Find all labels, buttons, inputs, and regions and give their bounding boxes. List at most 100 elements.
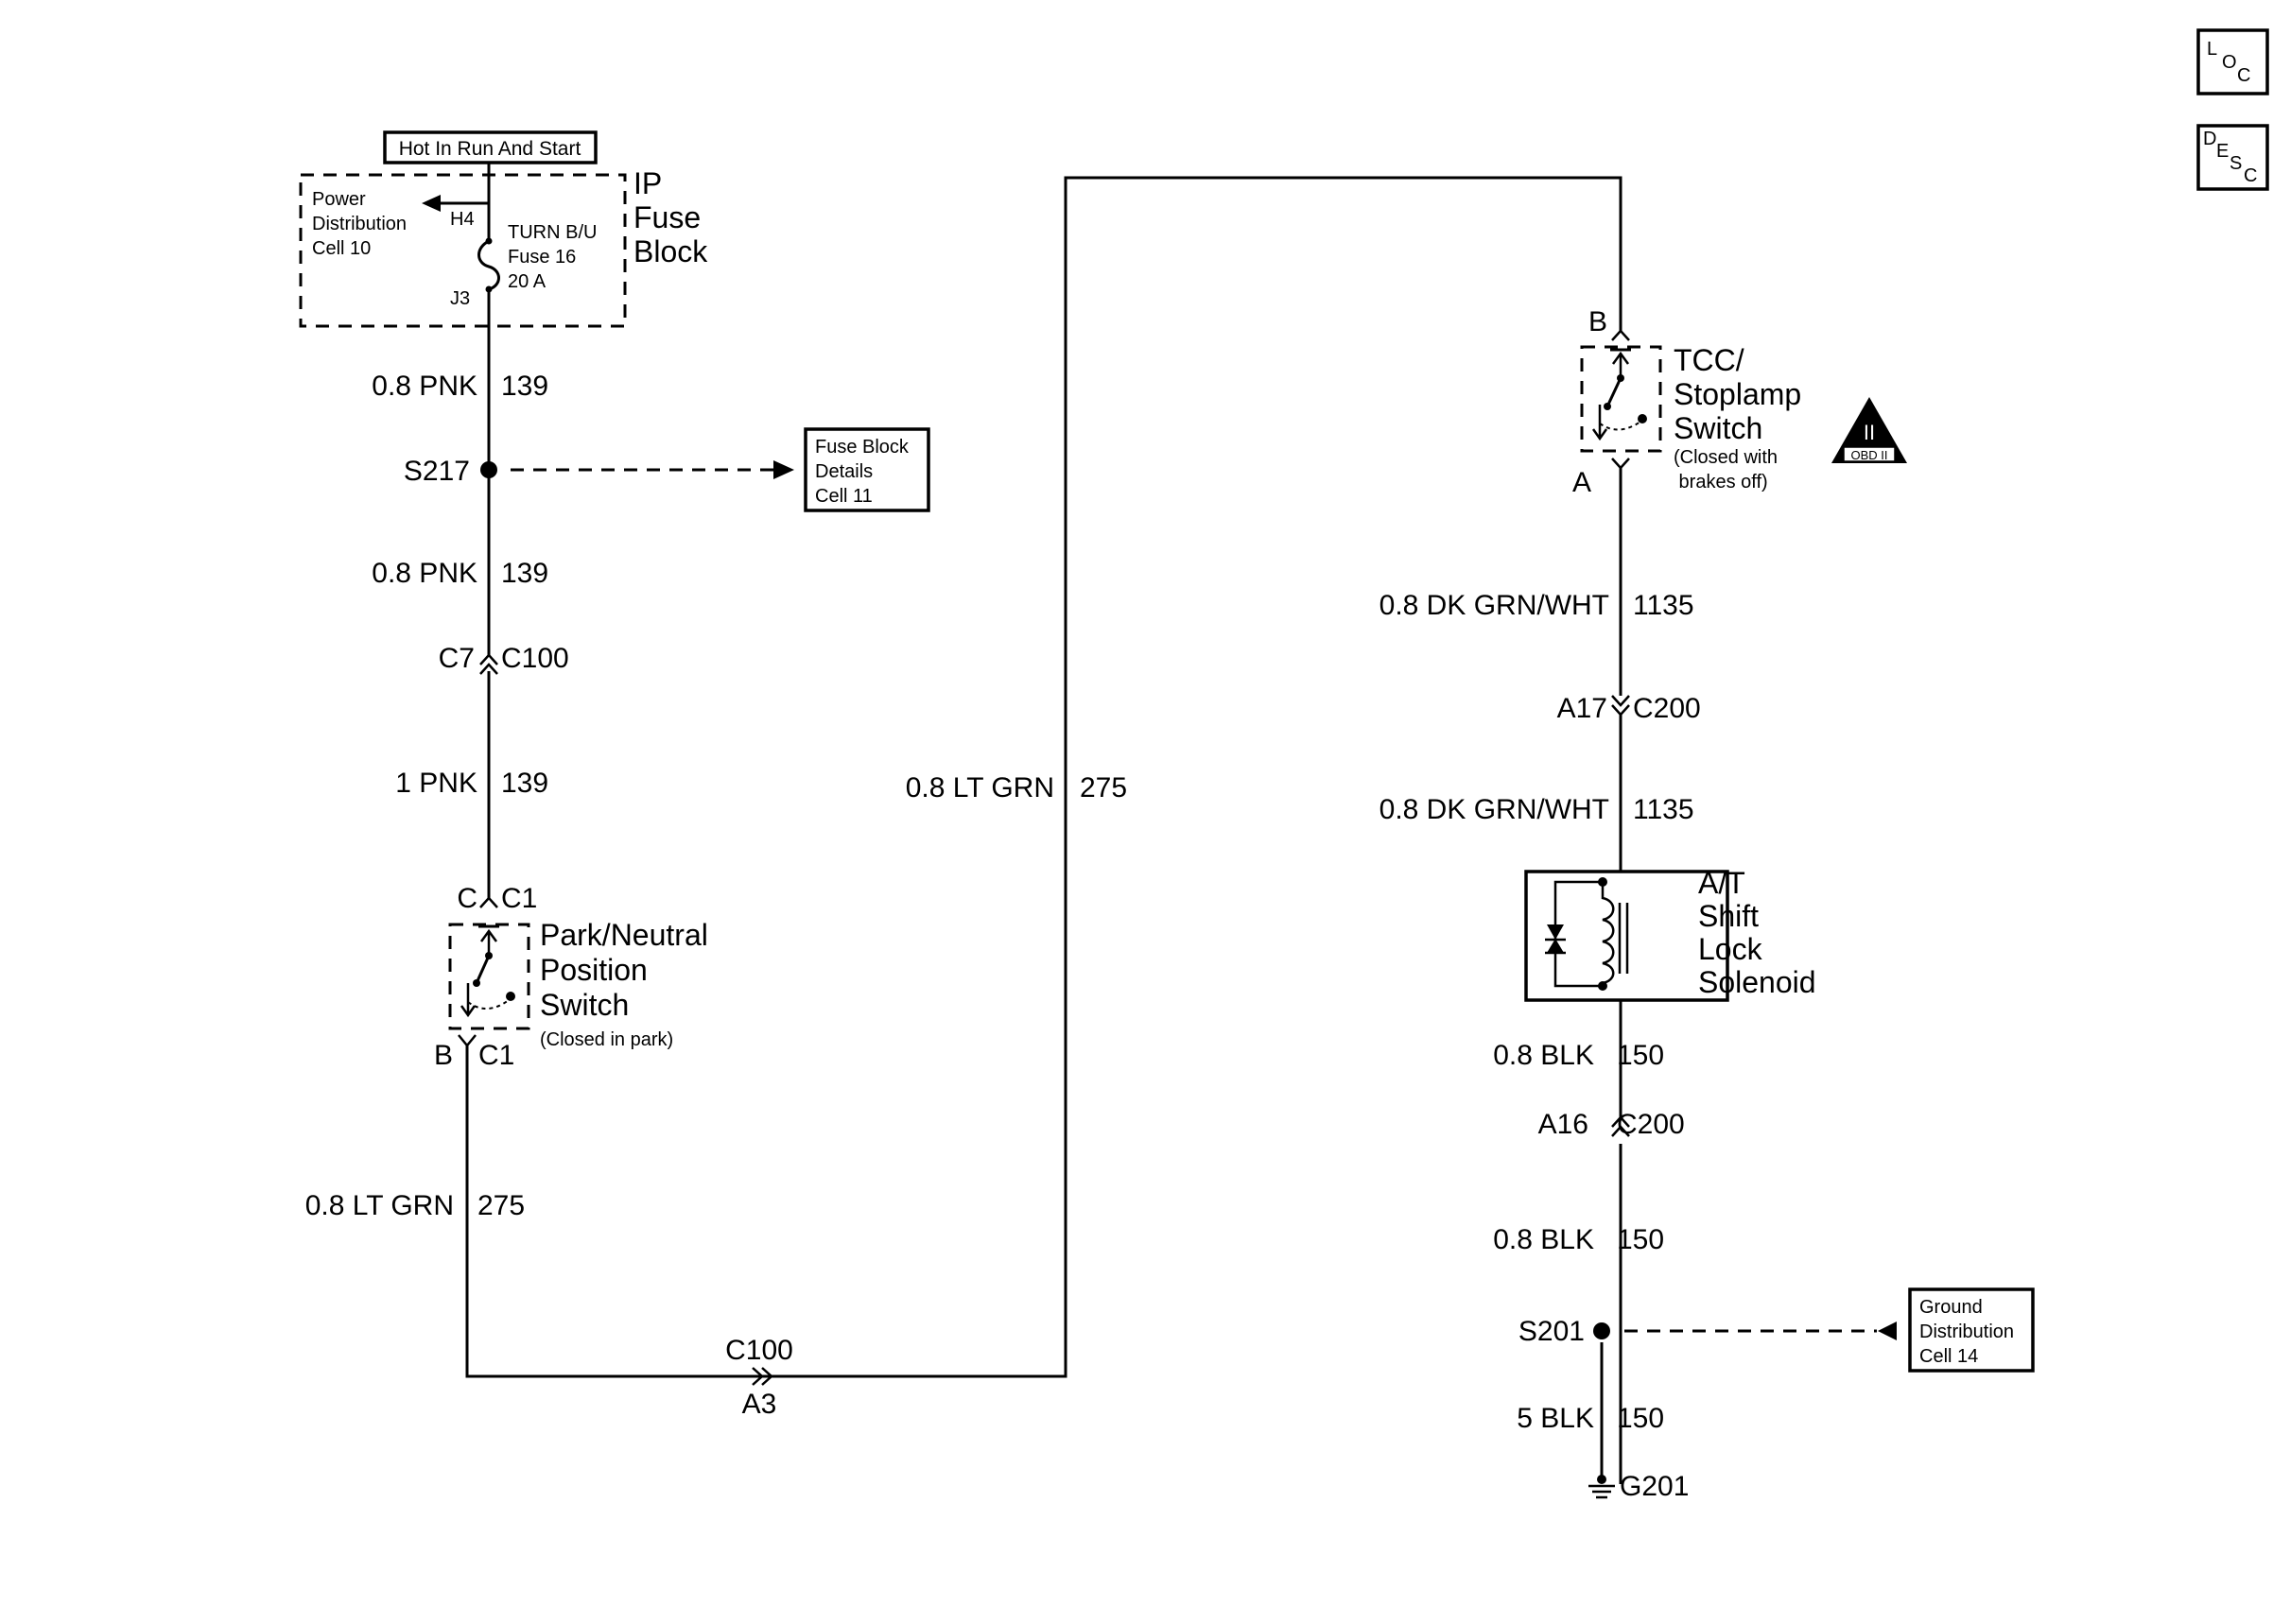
desc-letter: D [2203, 129, 2216, 149]
desc-icon[interactable]: D E S C [2196, 124, 2269, 191]
switch-bottom-pin: A [1572, 467, 1591, 498]
wire-circuit-label: 150 [1617, 1224, 1664, 1255]
wire-gauge-label: 0.8 LT GRN [305, 1190, 454, 1221]
text-line: Fuse [633, 200, 701, 234]
wire-circuit-label: 139 [501, 558, 548, 589]
switch-contact-icon [1605, 377, 1622, 407]
text-line: Cell 10 [312, 238, 371, 259]
connector-pin-label: A16 [1538, 1109, 1588, 1140]
connector-pin-label: A3 [742, 1389, 777, 1420]
connector-c100-a3: C100 A3 [725, 1335, 793, 1420]
loc-icon[interactable]: L O C [2196, 28, 2269, 95]
text-line: Shift [1698, 899, 1759, 933]
text-line: brakes off) [1674, 472, 1768, 492]
switch-top-pin: B [1588, 306, 1607, 337]
wire-circuit-label: 139 [501, 371, 548, 402]
connector-icon [1611, 695, 1630, 717]
hot-in-run-and-start-label: Hot In Run And Start [399, 138, 581, 160]
wire-gauge-label: 0.8 DK GRN/WHT [1379, 794, 1609, 825]
connector-icon [479, 653, 498, 675]
obd-ii-badge-icon: II OBD II [1831, 397, 1907, 463]
splice-s217-label: S217 [404, 456, 470, 487]
wire-gauge-label: 5 BLK [1517, 1403, 1594, 1434]
wire-circuit-label: 275 [477, 1190, 525, 1221]
connector-icon [1611, 1115, 1630, 1137]
switch-bottom-pin: B [434, 1040, 453, 1071]
wire-gauge-label: 0.8 BLK [1493, 1224, 1594, 1255]
text-line: Distribution [312, 214, 407, 234]
loc-letter: L [2207, 39, 2217, 60]
text-line: Position [540, 953, 648, 987]
connector-c200-a17: A17 C200 [1557, 693, 1701, 724]
fuse-block-details-ref-box[interactable] [804, 427, 930, 512]
diode-icon [1547, 924, 1564, 940]
connector-name-label: C100 [725, 1335, 793, 1366]
text-line: Fuse Block [815, 437, 910, 458]
wire-gauge-label: 0.8 BLK [1493, 1040, 1594, 1071]
switch-top-conn: C1 [501, 883, 537, 914]
ground-icon [1588, 1484, 1615, 1499]
text-line: Switch [540, 988, 629, 1022]
text-line: Ground [1919, 1297, 1983, 1318]
wire-circuit-label: 139 [501, 768, 548, 799]
text-line: Solenoid [1698, 965, 1816, 999]
connector-pin-label: C7 [439, 643, 475, 674]
arrow-left-icon [1878, 1322, 1897, 1340]
text-line: (Closed with [1674, 447, 1778, 468]
connector-name-label: C200 [1617, 1109, 1685, 1140]
splice-dot-icon [480, 461, 497, 478]
desc-letter: C [2244, 165, 2257, 186]
text-line: Fuse 16 [508, 247, 576, 268]
obd-badge-numeral: II [1864, 421, 1875, 444]
fuse-pin-h4: H4 [450, 209, 475, 230]
text-line: Park/Neutral [540, 918, 708, 952]
wire-gauge-label: 0.8 LT GRN [906, 772, 1054, 803]
fuse-label: TURN B/U Fuse 16 20 A [508, 222, 597, 292]
hot-in-run-and-start-box: Hot In Run And Start [383, 130, 598, 164]
text-line: Block [633, 234, 708, 268]
wire-circuit-label: 275 [1080, 772, 1127, 803]
wire-circuit-label: 150 [1617, 1403, 1664, 1434]
obd-badge-text: OBD II [1850, 448, 1887, 462]
text-line: Cell 11 [815, 486, 873, 507]
ground-distribution-ref-box[interactable] [1908, 1287, 2035, 1373]
text-line: TURN B/U [508, 222, 597, 243]
connector-name-label: C200 [1633, 693, 1701, 724]
text-line: Power [312, 189, 366, 210]
text-line: Stoplamp [1674, 377, 1801, 411]
text-line: A/T [1698, 866, 1745, 900]
coil-icon [1601, 882, 1615, 986]
splice-dot-icon [1593, 1322, 1610, 1339]
wire-circuit-label: 1135 [1633, 794, 1694, 825]
switch-top-pin: C [457, 883, 477, 914]
text-line: Distribution [1919, 1322, 2014, 1342]
loc-letter: O [2222, 52, 2237, 73]
wire-circuit-label: 150 [1617, 1040, 1664, 1071]
switch-bottom-conn: C1 [478, 1040, 514, 1071]
fuse-pin-j3: J3 [450, 288, 470, 309]
splice-s201-label: S201 [1518, 1316, 1585, 1347]
text-line: Switch [1674, 411, 1762, 445]
connector-c100-c7: C7 C100 [439, 643, 569, 675]
desc-letter: E [2216, 141, 2229, 162]
wire-circuit-label: 1135 [1633, 590, 1694, 621]
pn-switch-note: (Closed in park) [540, 1029, 673, 1050]
ground-g201: G201 [1588, 1342, 1689, 1502]
fuse-icon [477, 163, 500, 302]
connector-name-label: C100 [501, 643, 569, 674]
text-line: 20 A [508, 271, 547, 292]
connector-icon [752, 1367, 773, 1386]
switch-contact-icon [475, 955, 491, 984]
